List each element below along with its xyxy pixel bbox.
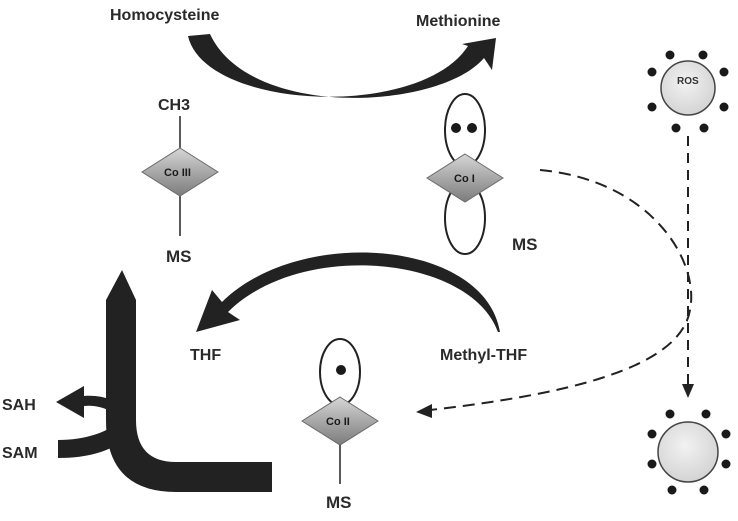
ros-dashed-arrowhead	[682, 384, 694, 398]
co-ii-electron-dot	[336, 365, 346, 375]
co-i-to-co-ii-dashed-arrow	[429, 169, 693, 411]
co-i-label: Co I	[454, 173, 475, 185]
reduced-sphere	[657, 421, 719, 483]
co-iii-ms-label: MS	[166, 247, 192, 266]
thf-label: THF	[190, 347, 221, 364]
ros-sphere	[660, 60, 716, 116]
ch3-label: CH3	[158, 97, 190, 114]
homocysteine-to-methionine-arrow	[188, 34, 496, 98]
sah-label: SAH	[2, 397, 36, 414]
sam-inflow-arrow	[58, 422, 128, 458]
sah-outflow-arrow	[56, 386, 134, 428]
large-l-arrow	[106, 270, 272, 492]
co-i-electron-dot-2	[467, 123, 477, 133]
co-i-electron-dot-1	[451, 123, 461, 133]
co-iii-diamond	[141, 147, 219, 197]
co-iii-label: Co III	[164, 167, 191, 179]
ros-label: ROS	[677, 76, 699, 87]
co-i-diamond	[426, 153, 504, 203]
co-ii-label: Co II	[326, 416, 350, 428]
co-i-ms-label: MS	[512, 235, 538, 254]
sam-label: SAM	[2, 445, 38, 462]
co-ii-ms-label: MS	[326, 493, 352, 512]
co-ii-dashed-arrowhead	[416, 404, 432, 418]
ros-dots	[647, 50, 729, 133]
homocysteine-label: Homocysteine	[110, 7, 219, 24]
methionine-label: Methionine	[416, 13, 501, 30]
methyl-thf-to-thf-arrow	[196, 252, 500, 332]
reduced-sphere-dots	[647, 409, 731, 495]
methyl-thf-label: Methyl-THF	[440, 347, 527, 364]
